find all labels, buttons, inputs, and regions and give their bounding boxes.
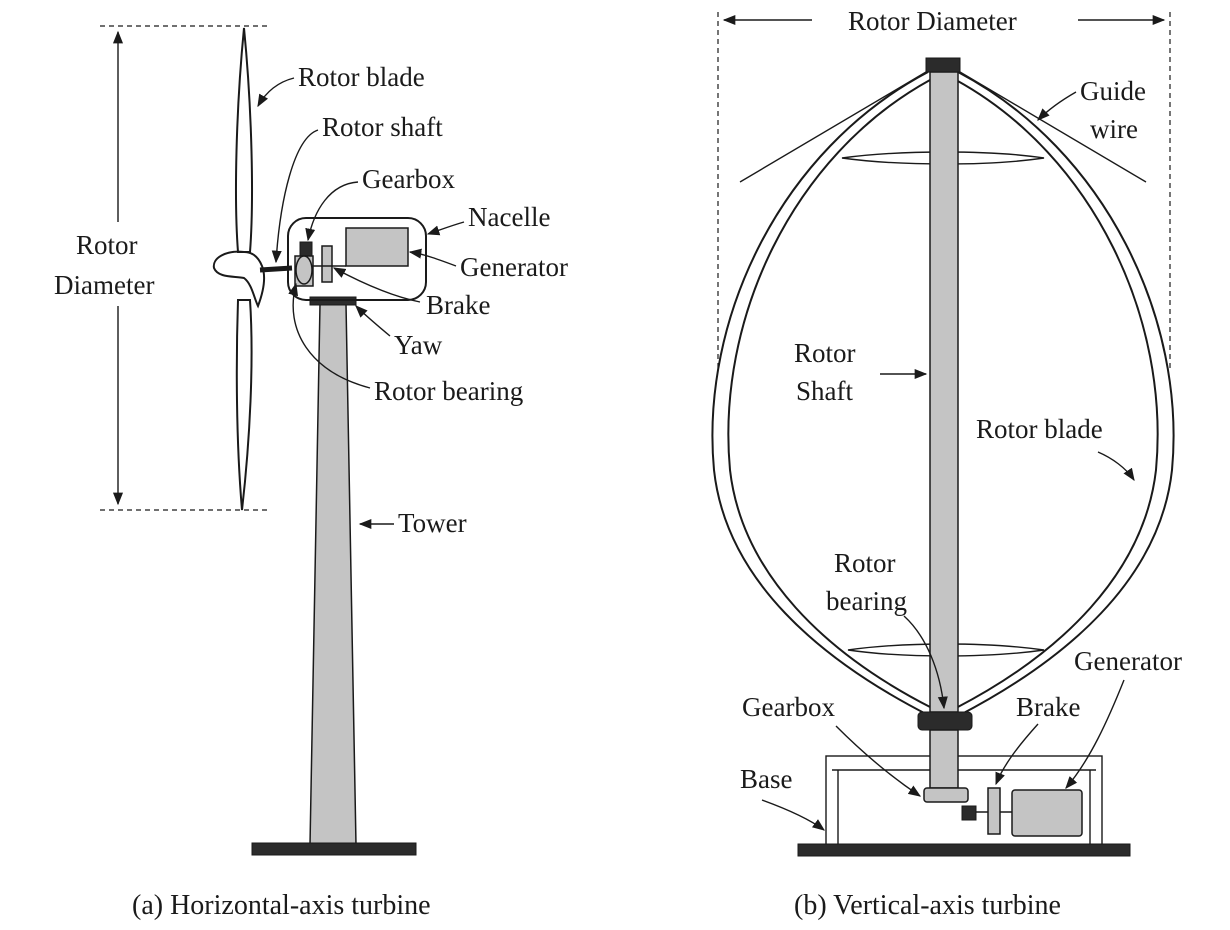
leader-generator xyxy=(408,248,457,267)
rotor-blade-right-inner xyxy=(955,79,1159,709)
label-vert-base: Base xyxy=(740,764,793,794)
label-vert-gearbox: Gearbox xyxy=(742,692,835,722)
label-brake: Brake xyxy=(426,290,490,320)
label-vert-rotor-bearing-l2: bearing xyxy=(826,586,907,616)
label-yaw: Yaw xyxy=(394,330,443,360)
leader-vert-generator xyxy=(1065,679,1125,789)
label-nacelle: Nacelle xyxy=(468,202,550,232)
caption-vertical: (b) Vertical-axis turbine xyxy=(794,890,1061,921)
leader-brake xyxy=(332,267,421,303)
label-guide-wire-l1: Guide xyxy=(1080,76,1146,106)
leader-yaw xyxy=(355,305,391,337)
gearbox-output xyxy=(961,805,977,821)
leader-vert-rotor-blade xyxy=(1097,451,1135,482)
vertical-rotor-bearing xyxy=(917,711,973,731)
leader-guide-wire xyxy=(1037,91,1077,121)
leader-vert-gearbox xyxy=(835,725,922,797)
vertical-generator xyxy=(1011,789,1083,837)
rotor-blade-left-outer xyxy=(711,71,931,717)
label-generator: Generator xyxy=(460,252,568,282)
label-tower: Tower xyxy=(398,508,467,538)
rotor-blade-top xyxy=(235,27,253,253)
leader-rotor-blade xyxy=(257,77,295,108)
rotor-hub xyxy=(212,250,266,309)
vertical-rotor-shaft xyxy=(929,71,959,713)
label-guide-wire-l2: wire xyxy=(1090,114,1138,144)
vertical-gearbox xyxy=(923,787,969,803)
rotor-blade-right-outer xyxy=(957,71,1175,717)
rotor-shaft xyxy=(259,265,293,273)
guide-wire-right xyxy=(959,71,1147,183)
label-vert-rotor-shaft-l1: Rotor xyxy=(794,338,856,368)
vertical-brake xyxy=(987,787,1001,835)
label-vert-generator: Generator xyxy=(1074,646,1182,676)
shaft-lower-section xyxy=(929,729,959,789)
brake-disc xyxy=(321,245,333,283)
label-vert-rotor-bearing-l1: Rotor xyxy=(834,548,896,578)
upper-strut xyxy=(841,151,1045,165)
label-gearbox: Gearbox xyxy=(362,164,455,194)
lower-strut xyxy=(847,643,1045,657)
leader-vert-rotor-bearing xyxy=(903,615,948,710)
generator xyxy=(345,227,409,267)
horizontal-axis-turbine: Rotor Diameter Rotor blade Rotor shaft G… xyxy=(54,25,568,921)
label-rotor-bearing: Rotor bearing xyxy=(374,376,523,406)
leader-rotor-shaft xyxy=(271,129,319,264)
vertical-base-pad xyxy=(797,843,1131,857)
label-rotor-shaft: Rotor shaft xyxy=(322,112,443,142)
leader-vert-brake xyxy=(995,723,1039,786)
caption-horizontal: (a) Horizontal-axis turbine xyxy=(132,890,431,921)
label-vert-rotor-shaft-l2: Shaft xyxy=(796,376,853,406)
label-rotor-blade: Rotor blade xyxy=(298,62,425,92)
leader-nacelle xyxy=(426,221,465,236)
vertical-axis-turbine: Rotor Diameter Guide wire xyxy=(711,6,1182,921)
label-vert-brake: Brake xyxy=(1016,692,1080,722)
leader-rotor-bearing xyxy=(288,282,371,389)
label-vert-rotor-diameter: Rotor Diameter xyxy=(848,6,1017,36)
tower xyxy=(309,303,357,846)
label-vert-rotor-blade: Rotor blade xyxy=(976,414,1103,444)
rotor-blade-bottom xyxy=(235,299,253,511)
leader-gearbox xyxy=(305,181,359,242)
rotor-blade-left-inner xyxy=(727,79,933,709)
label-rotor-diameter-l2: Diameter xyxy=(54,270,154,300)
tower-base-pad xyxy=(251,842,417,856)
leader-vert-base xyxy=(761,799,826,831)
label-rotor-diameter-l1: Rotor xyxy=(76,230,138,260)
gearbox-block xyxy=(299,241,313,257)
top-cap xyxy=(925,57,961,73)
nacelle xyxy=(287,217,427,301)
guide-wire-left xyxy=(739,71,927,183)
rotor-bearing xyxy=(295,255,313,285)
